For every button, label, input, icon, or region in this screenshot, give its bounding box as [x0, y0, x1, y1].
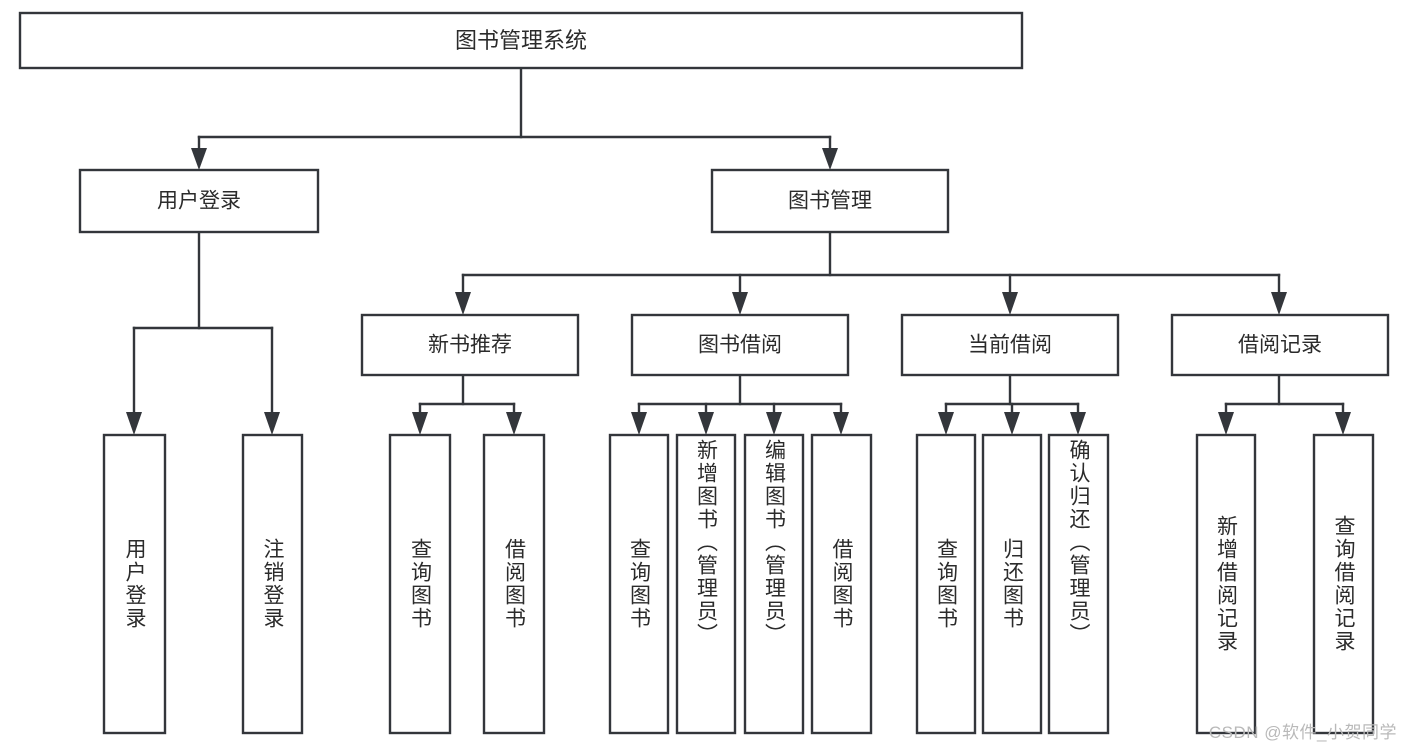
arrow-head-current-borrow [1002, 292, 1018, 315]
node-current-borrow[interactable]: 当前借阅 [900, 313, 1120, 377]
node-borrow-record[interactable]: 借阅记录 [1170, 313, 1390, 377]
leaf-borrow-edit-book-label: 编辑图书（管理员） [762, 439, 786, 646]
arrow-head-recommend-leaf-1 [412, 412, 428, 435]
node-current-borrow-box[interactable] [900, 313, 1120, 377]
leaf-borrow-add-book[interactable]: 新增图书（管理员） [677, 435, 735, 733]
arrow-head-borrow-record [1271, 292, 1287, 315]
node-book-borrow-label: 图书借阅 [698, 334, 782, 357]
leaf-borrow-add-book-label: 新增图书（管理员） [694, 439, 718, 646]
node-root-box[interactable] [18, 11, 1024, 70]
leaf-box-group [102, 433, 1375, 735]
node-user-login[interactable]: 用户登录 [78, 168, 320, 234]
leaf-box-user-login[interactable] [102, 433, 167, 735]
node-book-manage[interactable]: 图书管理 [710, 168, 950, 234]
node-user-login-label: 用户登录 [157, 190, 241, 213]
leaf-borrow-query-book-label: 查询图书 [627, 538, 651, 630]
arrow-head-book-manage [822, 148, 838, 170]
leaf-box-logout[interactable] [241, 433, 304, 735]
node-book-borrow[interactable]: 图书借阅 [630, 313, 850, 377]
leaf-box-borrow-query[interactable] [608, 433, 670, 735]
leaf-record-query-label: 查询借阅记录 [1332, 515, 1355, 653]
arrow-head-leaf-user-login [126, 412, 142, 435]
arrow-head-recommend-leaf-2 [506, 412, 522, 435]
arrow-head-book-borrow [732, 292, 748, 315]
arrow-head-new-book-recommend [455, 292, 471, 315]
arrow-head-record-leaf-2 [1335, 412, 1351, 435]
leaf-current-confirm-return-label: 确认归还（管理员） [1067, 439, 1090, 646]
node-current-borrow-label: 当前借阅 [968, 334, 1052, 357]
node-book-manage-label: 图书管理 [788, 190, 872, 213]
leaf-box-record-add[interactable] [1195, 433, 1257, 735]
leaf-record-add-label: 新增借阅记录 [1214, 515, 1238, 653]
leaf-box-current-query[interactable] [915, 433, 977, 735]
node-borrow-record-label: 借阅记录 [1238, 334, 1322, 357]
leaf-record-query[interactable]: 查询借阅记录 [1314, 435, 1373, 733]
leaf-logout-label: 注销登录 [261, 538, 284, 630]
leaf-borrow-lend-book[interactable]: 借阅图书 [812, 435, 871, 733]
leaf-box-borrow-lend[interactable] [810, 433, 873, 735]
leaf-box-borrow-add[interactable] [675, 433, 737, 735]
arrow-head-borrow-leaf-3 [766, 412, 782, 435]
leaf-borrow-edit-book[interactable]: 编辑图书（管理员） [745, 435, 803, 733]
node-new-book-recommend-label: 新书推荐 [428, 334, 512, 357]
node-borrow-record-box[interactable] [1170, 313, 1390, 377]
leaf-record-add[interactable]: 新增借阅记录 [1197, 435, 1255, 733]
node-user-login-box[interactable] [78, 168, 320, 234]
arrow-head-current-leaf-3 [1070, 412, 1086, 435]
leaf-current-return-book-label: 归还图书 [1000, 538, 1024, 630]
node-new-book-recommend[interactable]: 新书推荐 [360, 313, 580, 377]
node-root[interactable]: 图书管理系统 [18, 11, 1024, 70]
csdn-watermark: CSDN @软件_小贺同学 [1208, 723, 1397, 742]
leaf-borrow-lend-book-label: 借阅图书 [830, 538, 853, 630]
arrow-head-borrow-leaf-1 [631, 412, 647, 435]
node-new-book-recommend-box[interactable] [360, 313, 580, 377]
leaf-box-recommend-borrow[interactable] [482, 433, 546, 735]
arrow-head-current-leaf-2 [1004, 412, 1020, 435]
node-book-borrow-box[interactable] [630, 313, 850, 377]
leaf-recommend-borrow-book-label: 借阅图书 [502, 538, 526, 630]
arrow-head-borrow-leaf-4 [833, 412, 849, 435]
leaf-current-return-book[interactable]: 归还图书 [983, 435, 1041, 733]
leaf-current-confirm-return[interactable]: 确认归还（管理员） [1049, 435, 1108, 733]
leaf-user-login-label: 用户登录 [123, 538, 146, 630]
leaf-box-current-return[interactable] [981, 433, 1043, 735]
arrow-head-leaf-logout [264, 412, 280, 435]
leaf-recommend-query-book[interactable]: 查询图书 [390, 435, 450, 733]
arrow-head-current-leaf-1 [938, 412, 954, 435]
arrow-head-user-login [191, 148, 207, 170]
leaf-recommend-borrow-book[interactable]: 借阅图书 [484, 435, 544, 733]
node-root-label: 图书管理系统 [455, 28, 587, 53]
leaf-logout[interactable]: 注销登录 [243, 435, 302, 733]
leaf-recommend-query-book-label: 查询图书 [408, 538, 432, 630]
node-book-manage-box[interactable] [710, 168, 950, 234]
arrow-head-borrow-leaf-2 [698, 412, 714, 435]
leaf-current-query-book[interactable]: 查询图书 [917, 435, 975, 733]
arrow-head-record-leaf-1 [1218, 412, 1234, 435]
leaf-user-login[interactable]: 用户登录 [104, 435, 165, 733]
leaf-box-record-query[interactable] [1312, 433, 1375, 735]
connector-group [126, 66, 1351, 435]
leaf-box-current-confirm[interactable] [1047, 433, 1110, 735]
leaf-borrow-query-book[interactable]: 查询图书 [610, 435, 668, 733]
leaf-box-borrow-edit[interactable] [743, 433, 805, 735]
leaf-box-recommend-query[interactable] [388, 433, 452, 735]
leaf-current-query-book-label: 查询图书 [934, 538, 958, 630]
